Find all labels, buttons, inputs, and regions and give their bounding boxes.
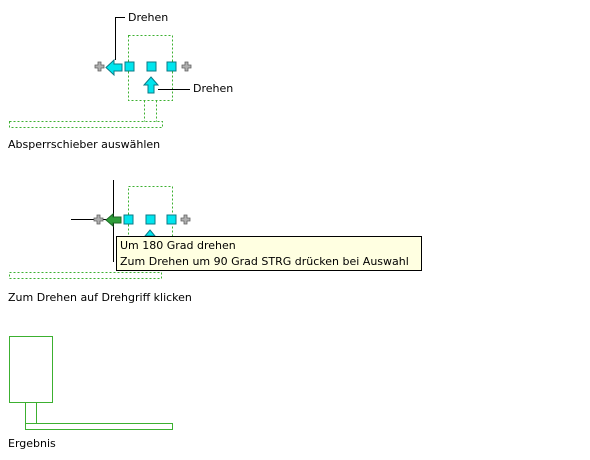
square-grip-icon[interactable]: [166, 214, 177, 225]
pipe-stem-outline: [144, 100, 157, 122]
callout-label-rotate-right: Drehen: [193, 82, 234, 95]
step3-caption: Ergebnis: [8, 437, 56, 450]
pipe-stem: [25, 402, 37, 424]
square-grip-icon[interactable]: [123, 214, 134, 225]
rotate-arrow-up-icon[interactable]: [142, 76, 160, 94]
step2-caption: Zum Drehen auf Drehgriff klicken: [8, 291, 192, 304]
callout-label-rotate-top: Drehen: [128, 11, 169, 24]
step1-callout-lines: [115, 17, 190, 90]
step1-caption: Absperrschieber auswählen: [8, 138, 161, 151]
pipe-outline: [9, 272, 162, 279]
rotate-tooltip: Um 180 Grad drehen Zum Drehen um 90 Grad…: [116, 236, 422, 271]
tooltip-line-1: Um 180 Grad drehen: [120, 239, 236, 252]
stretch-plus-icon[interactable]: [180, 214, 191, 225]
valve-body-outline: [128, 186, 173, 237]
rotate-arrow-left-icon[interactable]: [105, 58, 123, 77]
tooltip-line-2: Zum Drehen um 90 Grad STRG drücken bei A…: [120, 255, 409, 268]
square-grip-icon[interactable]: [145, 214, 156, 225]
step2-grips: [93, 212, 191, 237]
rotate-arrow-left-icon[interactable]: [105, 212, 122, 228]
pipe: [25, 423, 173, 430]
step1-grips: [94, 58, 192, 94]
stretch-plus-icon[interactable]: [93, 214, 104, 225]
valve-body: [9, 336, 53, 403]
square-grip-icon[interactable]: [166, 61, 177, 72]
step3-result-valve[interactable]: [9, 336, 173, 430]
stretch-plus-icon[interactable]: [94, 61, 105, 72]
square-grip-icon[interactable]: [124, 61, 135, 72]
stretch-plus-icon[interactable]: [181, 61, 192, 72]
pipe-outline: [9, 121, 163, 128]
square-grip-icon[interactable]: [146, 61, 157, 72]
